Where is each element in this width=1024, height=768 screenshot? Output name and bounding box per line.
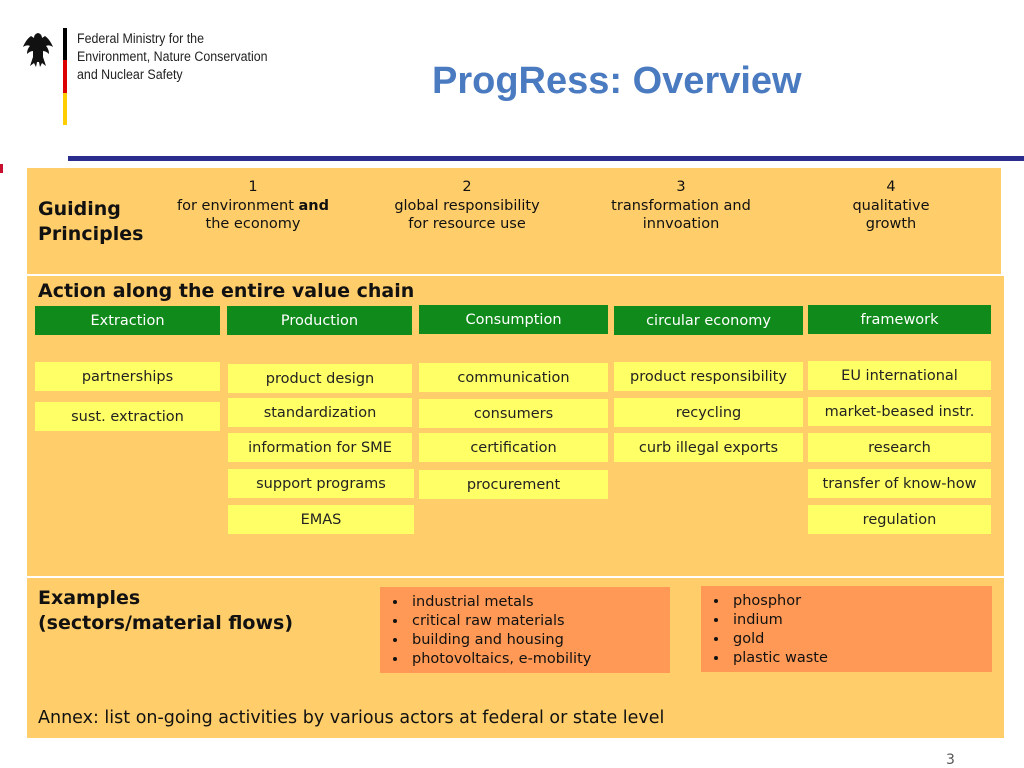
action-item: market-beased instr. — [808, 397, 991, 426]
example-item: plastic waste — [729, 649, 992, 668]
action-item: recycling — [614, 398, 803, 427]
principle-number: 2 — [462, 179, 472, 195]
action-item: curb illegal exports — [614, 433, 803, 462]
action-item: transfer of know-how — [808, 469, 991, 498]
action-item: certification — [419, 433, 608, 462]
column-header-extraction: Extraction — [35, 306, 220, 335]
principle-1: 1 for environment and the economy — [148, 178, 358, 234]
examples-list: phosphor indium gold plastic waste — [701, 586, 992, 668]
action-item: product design — [228, 364, 412, 393]
action-item: research — [808, 433, 991, 462]
examples-title: Examples (sectors/material flows) — [38, 586, 293, 636]
principle-text: transformation and — [611, 197, 751, 214]
value-chain-title: Action along the entire value chain — [38, 280, 415, 302]
column-header-framework: framework — [808, 305, 991, 334]
action-item: support programs — [228, 469, 414, 498]
annex-note: Annex: list on-going activities by vario… — [38, 708, 665, 728]
examples-box-2: phosphor indium gold plastic waste — [701, 586, 992, 672]
examples-title-line: (sectors/material flows) — [38, 612, 293, 634]
action-item: information for SME — [228, 433, 412, 462]
example-item: indium — [729, 611, 992, 630]
example-item: industrial metals — [408, 593, 670, 612]
example-item: phosphor — [729, 592, 992, 611]
guiding-principles-panel — [27, 168, 1001, 274]
flag-stripe-black — [63, 28, 67, 61]
action-item: regulation — [808, 505, 991, 534]
action-item: partnerships — [35, 362, 220, 391]
action-item: communication — [419, 363, 608, 392]
example-item: gold — [729, 630, 992, 649]
principle-text: qualitative — [852, 197, 930, 214]
header-rule — [68, 156, 1024, 161]
action-item: product responsibility — [614, 362, 803, 391]
guiding-principles-title: Guiding Principles — [38, 198, 144, 245]
flag-bar — [63, 28, 67, 126]
principle-text: for resource use — [408, 216, 526, 232]
principle-number: 1 — [248, 179, 258, 195]
action-item: standardization — [228, 398, 412, 427]
action-item: EMAS — [228, 505, 414, 534]
flag-stripe-red — [63, 60, 67, 93]
example-item: building and housing — [408, 631, 670, 650]
column-header-circular-economy: circular economy — [614, 306, 803, 335]
ministry-line: Environment, Nature Conservation — [77, 49, 268, 64]
ministry-logo: Federal Ministry for the Environment, Na… — [22, 28, 322, 128]
principle-number: 3 — [676, 179, 686, 195]
action-item: sust. extraction — [35, 402, 220, 431]
page-number: 3 — [946, 752, 955, 768]
ministry-line: and Nuclear Safety — [77, 67, 183, 82]
principle-4: 4 qualitative growth — [786, 178, 996, 234]
action-item: procurement — [419, 470, 608, 499]
column-header-production: Production — [227, 306, 412, 335]
example-item: photovoltaics, e-mobility — [408, 650, 670, 669]
principle-text: growth — [865, 216, 917, 232]
action-item: EU international — [808, 361, 991, 390]
principle-number: 4 — [886, 179, 896, 195]
principle-text: innvoation — [642, 216, 720, 232]
principle-3: 3 transformation and innvoation — [576, 178, 786, 234]
principle-2: 2 global responsibility for resource use — [362, 178, 572, 234]
examples-list: industrial metals critical raw materials… — [380, 587, 670, 669]
red-marker — [0, 164, 3, 173]
example-item: critical raw materials — [408, 612, 670, 631]
principle-text: global responsibility — [394, 197, 540, 214]
column-header-consumption: Consumption — [419, 305, 608, 334]
action-item: consumers — [419, 399, 608, 428]
examples-box-1: industrial metals critical raw materials… — [380, 587, 670, 673]
flag-stripe-gold — [63, 92, 67, 125]
page-title: ProgRess: Overview — [432, 60, 802, 102]
principle-text-bold: and — [298, 197, 330, 214]
ministry-name: Federal Ministry for the Environment, Na… — [77, 30, 268, 84]
principle-text: the economy — [205, 216, 301, 232]
ministry-line: Federal Ministry for the — [77, 31, 205, 46]
principle-text: for environment — [176, 197, 299, 214]
eagle-icon — [23, 33, 53, 67]
examples-title-line: Examples — [38, 587, 141, 609]
